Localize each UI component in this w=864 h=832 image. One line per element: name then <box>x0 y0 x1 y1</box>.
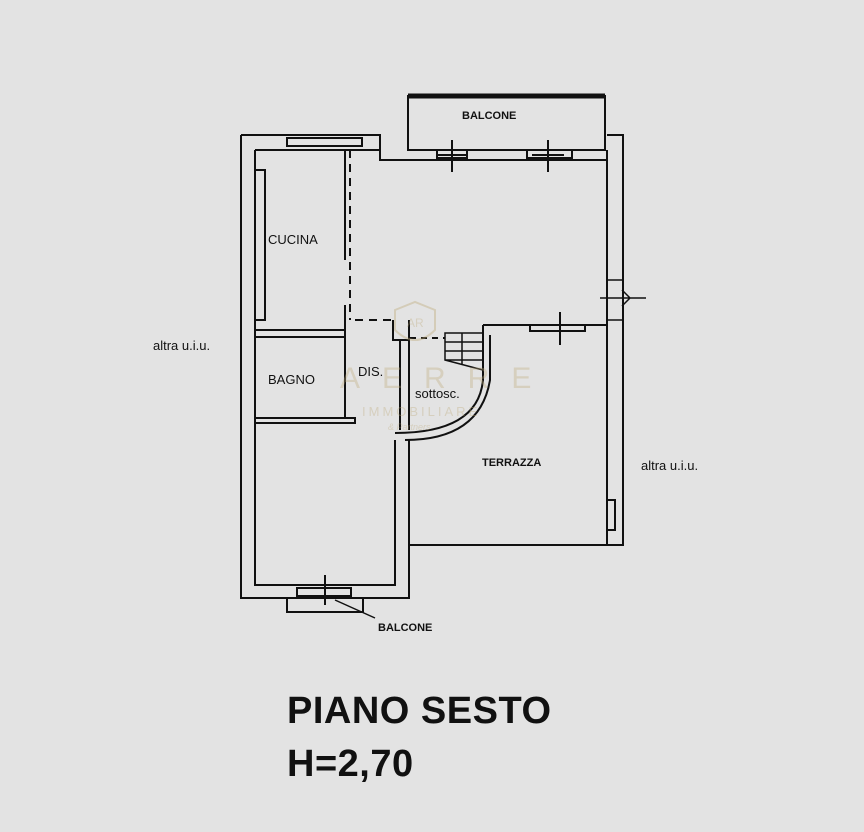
top-balcony <box>407 95 606 151</box>
floor-title: PIANO SESTO <box>287 690 552 732</box>
watermark-logo-text: AR <box>407 316 424 330</box>
label-terrazza: TERRAZZA <box>482 457 542 469</box>
watermark-brand: AERRE <box>340 362 554 395</box>
label-dis: DIS. <box>358 364 384 379</box>
watermark-logo-icon <box>394 300 436 341</box>
label-sottosc: sottosc. <box>415 386 460 401</box>
watermark-sub: IMMOBILIARE <box>362 404 481 419</box>
label-balcone-top: BALCONE <box>462 110 517 122</box>
label-balcone-bottom: BALCONE <box>378 622 433 634</box>
label-cucina: CUCINA <box>268 232 318 247</box>
label-neighbor-right: altra u.i.u. <box>641 458 699 473</box>
watermark-tag: & Partners <box>388 422 431 432</box>
stairs <box>444 332 484 371</box>
label-bagno: BAGNO <box>268 372 315 387</box>
label-neighbor-left: altra u.i.u. <box>153 338 211 353</box>
height-label: H=2,70 <box>287 743 414 785</box>
